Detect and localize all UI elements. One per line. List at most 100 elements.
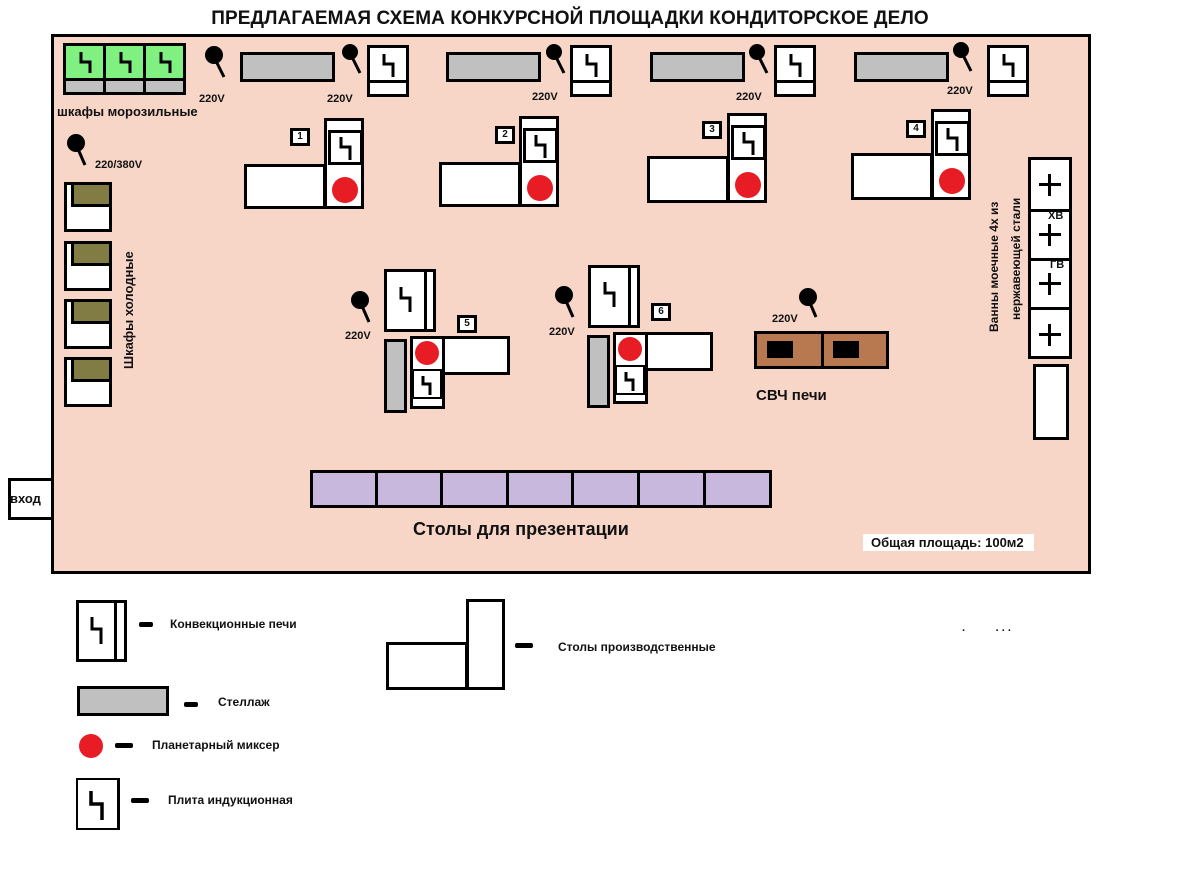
- fridge-cabinet[interactable]: [64, 299, 112, 349]
- fridge-cabinet[interactable]: [64, 357, 112, 407]
- production-table-side[interactable]: [519, 116, 559, 207]
- induction-symbol-icon: [584, 52, 600, 78]
- power-socket-icon: [544, 43, 568, 87]
- socket-voltage-label: 220V: [736, 91, 762, 103]
- sink[interactable]: [1031, 160, 1069, 212]
- stray-marks: . . . .: [962, 622, 1011, 634]
- production-table-side[interactable]: [324, 118, 364, 209]
- induction-symbol-icon: [398, 285, 414, 313]
- microwave-oven[interactable]: [754, 331, 824, 369]
- freezer-cabinet[interactable]: [63, 43, 106, 81]
- power-socket-icon: [66, 133, 90, 177]
- planetary-mixer-icon[interactable]: [939, 168, 965, 194]
- presentation-table[interactable]: [637, 470, 706, 508]
- planetary-mixer-icon[interactable]: [735, 172, 761, 198]
- convection-oven[interactable]: [384, 269, 436, 332]
- legend-label-induction-hob: Плита индукционная: [168, 793, 293, 807]
- production-table-side[interactable]: [931, 109, 971, 200]
- microwave-oven[interactable]: [821, 331, 889, 369]
- floor-plan: шкафы морозильные 220V 220V 220V 220V 22…: [51, 34, 1091, 574]
- convection-oven[interactable]: [570, 45, 612, 97]
- convection-oven[interactable]: [588, 265, 640, 328]
- rack[interactable]: [854, 52, 949, 82]
- workstation-number: 4: [906, 120, 926, 138]
- legend-dash: [139, 622, 153, 627]
- induction-hob[interactable]: [731, 125, 766, 160]
- production-table-side[interactable]: [410, 336, 445, 409]
- freezer-cabinet[interactable]: [103, 43, 146, 81]
- workstation-number: 3: [702, 121, 722, 139]
- induction-symbol-icon: [88, 789, 106, 821]
- sink[interactable]: ХВ: [1031, 210, 1069, 261]
- presentation-table[interactable]: [375, 470, 443, 508]
- induction-symbol-icon: [623, 370, 637, 392]
- presentation-table[interactable]: [310, 470, 378, 508]
- convection-oven[interactable]: [367, 45, 409, 97]
- induction-hob[interactable]: [935, 121, 970, 156]
- induction-symbol-icon: [338, 135, 354, 161]
- production-table[interactable]: [442, 336, 510, 375]
- planetary-mixer-icon[interactable]: [415, 341, 439, 365]
- sink-counter[interactable]: [1033, 364, 1069, 440]
- induction-symbol-icon: [788, 52, 804, 78]
- production-table[interactable]: [439, 162, 521, 207]
- induction-hob[interactable]: [615, 365, 645, 395]
- induction-symbol-icon: [420, 374, 434, 396]
- rack-swatch: [77, 686, 169, 716]
- production-table[interactable]: [244, 164, 326, 209]
- planetary-mixer-icon[interactable]: [332, 177, 358, 203]
- total-area-label: Общая площадь: 100м2: [863, 534, 1034, 551]
- socket-voltage-label: 220V: [327, 93, 353, 105]
- socket-voltage-label: 220V: [549, 326, 575, 338]
- faucet-cross-icon: [1039, 224, 1061, 246]
- rack[interactable]: [587, 335, 610, 408]
- induction-symbol-icon: [1001, 52, 1017, 78]
- planetary-mixer-icon[interactable]: [527, 175, 553, 201]
- rack[interactable]: [240, 52, 335, 82]
- induction-hob[interactable]: [523, 128, 558, 163]
- planetary-mixer-icon[interactable]: [618, 337, 642, 361]
- power-socket-icon: [350, 290, 374, 334]
- induction-symbol-icon: [533, 133, 549, 159]
- presentation-table[interactable]: [506, 470, 574, 508]
- socket-voltage-label: 220V: [772, 313, 798, 325]
- presentation-table[interactable]: [571, 470, 640, 508]
- convection-oven[interactable]: [987, 45, 1029, 97]
- induction-symbol-icon: [89, 615, 105, 645]
- convection-oven[interactable]: [774, 45, 816, 97]
- faucet-cross-icon: [1039, 323, 1061, 346]
- fridge-cabinet[interactable]: [64, 182, 112, 232]
- fridge-cabinet[interactable]: [64, 241, 112, 291]
- main-socket-voltage-label: 220/380V: [95, 159, 143, 171]
- legend-label-production-tables: Столы производственные: [558, 640, 716, 654]
- induction-hob-swatch: [76, 778, 120, 830]
- rack[interactable]: [384, 339, 407, 413]
- power-socket-icon: [342, 43, 366, 87]
- legend-label-rack: Стеллаж: [218, 695, 270, 709]
- production-table[interactable]: [851, 153, 933, 200]
- rack[interactable]: [650, 52, 745, 82]
- sink[interactable]: [1031, 310, 1069, 359]
- production-table-side[interactable]: [727, 113, 767, 203]
- legend-label-convection-oven: Конвекционные печи: [170, 617, 297, 631]
- presentation-table[interactable]: [703, 470, 772, 508]
- presentation-label: Столы для презентации: [413, 519, 629, 539]
- presentation-table[interactable]: [440, 470, 509, 508]
- induction-symbol-icon: [78, 50, 94, 74]
- power-socket-icon: [798, 287, 822, 331]
- production-table-side[interactable]: [613, 332, 648, 404]
- sinks-label-line1: Ванны моечные 4х из: [987, 201, 1001, 332]
- production-table[interactable]: [645, 332, 713, 371]
- power-socket-icon: [747, 43, 771, 87]
- freezer-cabinet[interactable]: [143, 43, 186, 81]
- workstation-number: 5: [457, 315, 477, 333]
- induction-hob[interactable]: [412, 369, 442, 399]
- workstation-number: 6: [651, 303, 671, 321]
- production-table[interactable]: [647, 156, 729, 203]
- sink[interactable]: ГВ: [1031, 259, 1069, 310]
- rack[interactable]: [446, 52, 541, 82]
- fridges-label: Шкафы холодные: [121, 251, 136, 369]
- faucet-cross-icon: [1039, 273, 1061, 295]
- sink-block: ХВ ГВ: [1028, 157, 1072, 359]
- induction-hob[interactable]: [328, 130, 363, 165]
